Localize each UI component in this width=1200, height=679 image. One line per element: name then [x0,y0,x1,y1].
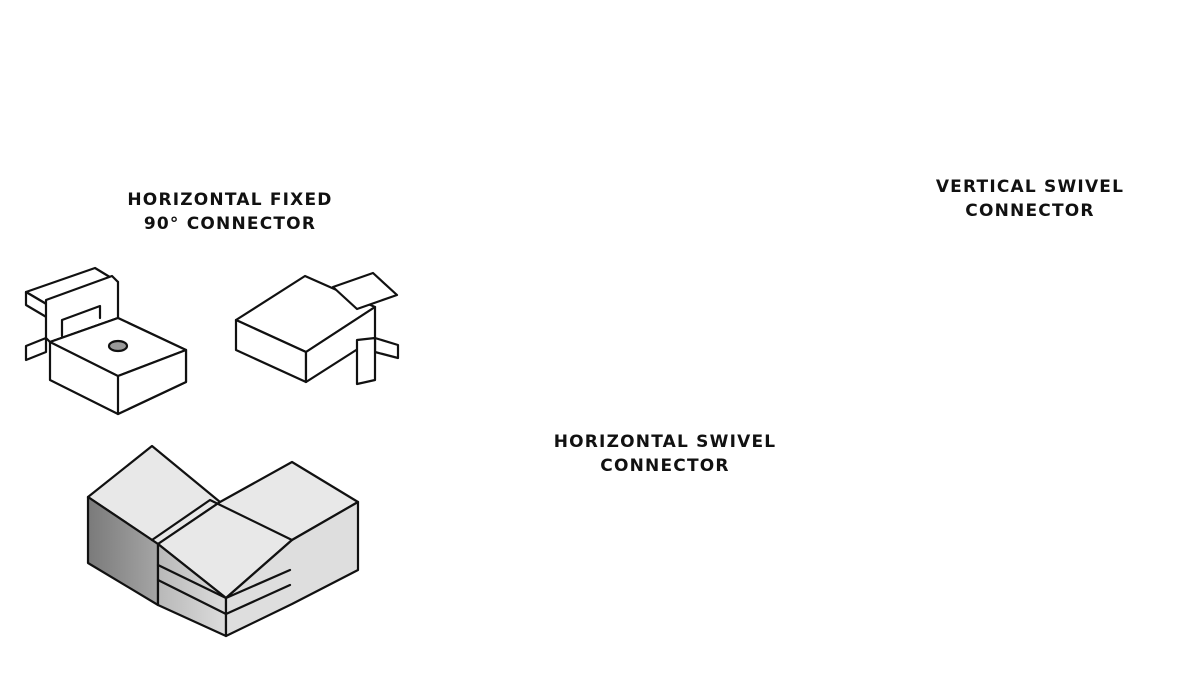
fixed-connector-assembly [86,444,360,638]
vertical-swivel-label-line-1: VERTICAL SWIVEL [935,177,1125,197]
horizontal-swivel-label: HORIZONTAL SWIVEL CONNECTOR [520,430,810,478]
horizontal-swivel-label-line-1: HORIZONTAL SWIVEL [553,432,777,452]
fixed-connector-part-b [234,271,400,386]
horizontal-fixed-label-line-1: HORIZONTAL FIXED [127,190,333,210]
horizontal-swivel-label-line-2: CONNECTOR [600,456,730,476]
horizontal-fixed-label-line-2: 90° CONNECTOR [143,214,317,234]
fixed-connector-part-a [24,266,188,416]
vertical-swivel-label: VERTICAL SWIVEL CONNECTOR [905,175,1155,223]
horizontal-fixed-label: HORIZONTAL FIXED 90° CONNECTOR [110,188,350,236]
vertical-swivel-label-line-2: CONNECTOR [965,201,1095,221]
